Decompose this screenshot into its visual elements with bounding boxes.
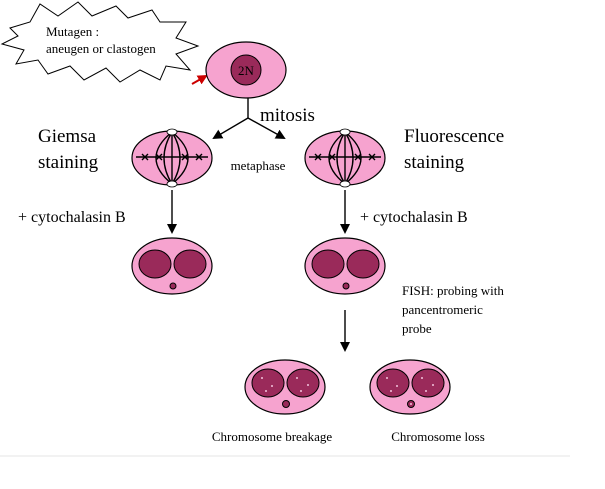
fish-label-line-3: probe: [402, 321, 432, 336]
mitosis-split: mitosis: [212, 98, 315, 140]
breakage-label: Chromosome breakage: [212, 429, 332, 444]
left-binucleate-cell: [131, 237, 213, 295]
starburst-shape: [0, 1, 200, 83]
mitosis-label: mitosis: [260, 105, 315, 126]
fluorescence-label-line-2: staining: [404, 152, 465, 173]
breakage-cell: [244, 359, 326, 415]
micronucleus: [169, 282, 177, 290]
giemsa-label-line-2: staining: [38, 152, 99, 173]
mutagen-pointer-arrow: [191, 75, 208, 85]
right-metaphase-cell: [304, 128, 386, 188]
mutagen-label-line-1: Mutagen :: [46, 24, 99, 39]
parent-cell-label: 2N: [238, 63, 255, 78]
right-binucleate-cell: [304, 237, 386, 295]
cytochalasin-left-label: + cytochalasin B: [18, 209, 126, 226]
fish-label-line-1: FISH: probing with: [402, 283, 504, 298]
parent-nucleus: [230, 54, 262, 86]
giemsa-label-line-1: Giemsa: [38, 126, 97, 147]
micronucleus: [342, 282, 350, 290]
parent-cell: 2N: [205, 41, 287, 99]
left-metaphase-cell: [131, 128, 213, 188]
mutagen-label-line-2: aneugen or clastogen: [46, 41, 156, 56]
loss-cell: [369, 359, 451, 415]
metaphase-label: metaphase: [231, 158, 286, 173]
mutagen-callout: Mutagen : aneugen or clastogen: [0, 1, 208, 85]
fluorescence-label-line-1: Fluorescence: [404, 126, 504, 147]
fish-label-line-2: pancentromeric: [402, 302, 483, 317]
loss-label: Chromosome loss: [391, 429, 485, 444]
cytochalasin-right-label: + cytochalasin B: [360, 209, 468, 226]
